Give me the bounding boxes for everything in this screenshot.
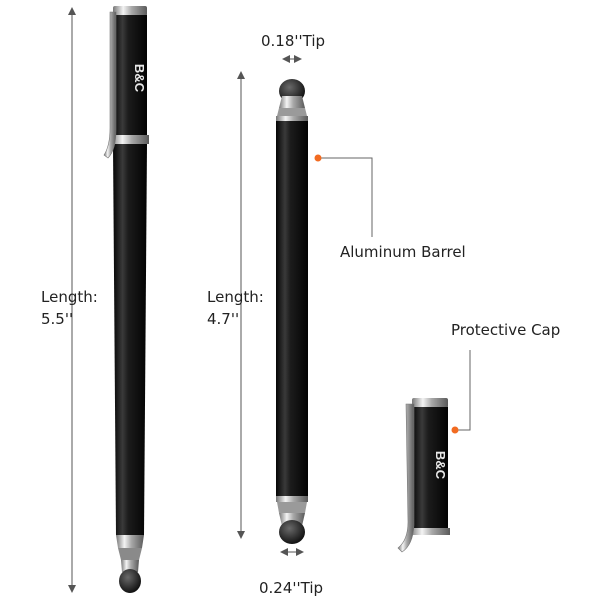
bottom-tip-label: 0.24''Tip [259,579,324,597]
long-pen-length-label: Length: [41,288,98,306]
aluminum-barrel-label: Aluminum Barrel [340,243,466,261]
long-stylus-pen: B&C [103,6,149,593]
short-pen-length-value: 4.7'' [207,310,240,328]
short-pen-length-label: Length: [207,288,264,306]
long-pen-brand-logo: B&C [132,64,147,93]
short-stylus-pen [276,79,308,544]
protective-cap: B&C [397,398,450,553]
protective-cap-label: Protective Cap [451,321,561,339]
long-pen-clip [103,11,117,159]
cap-brand-logo: B&C [433,451,448,480]
long-pen-length-value: 5.5'' [41,310,74,328]
cap-callout [451,350,471,434]
top-tip-label: 0.18''Tip [261,32,326,50]
cap-clip [397,403,415,553]
barrel-callout [314,154,373,237]
